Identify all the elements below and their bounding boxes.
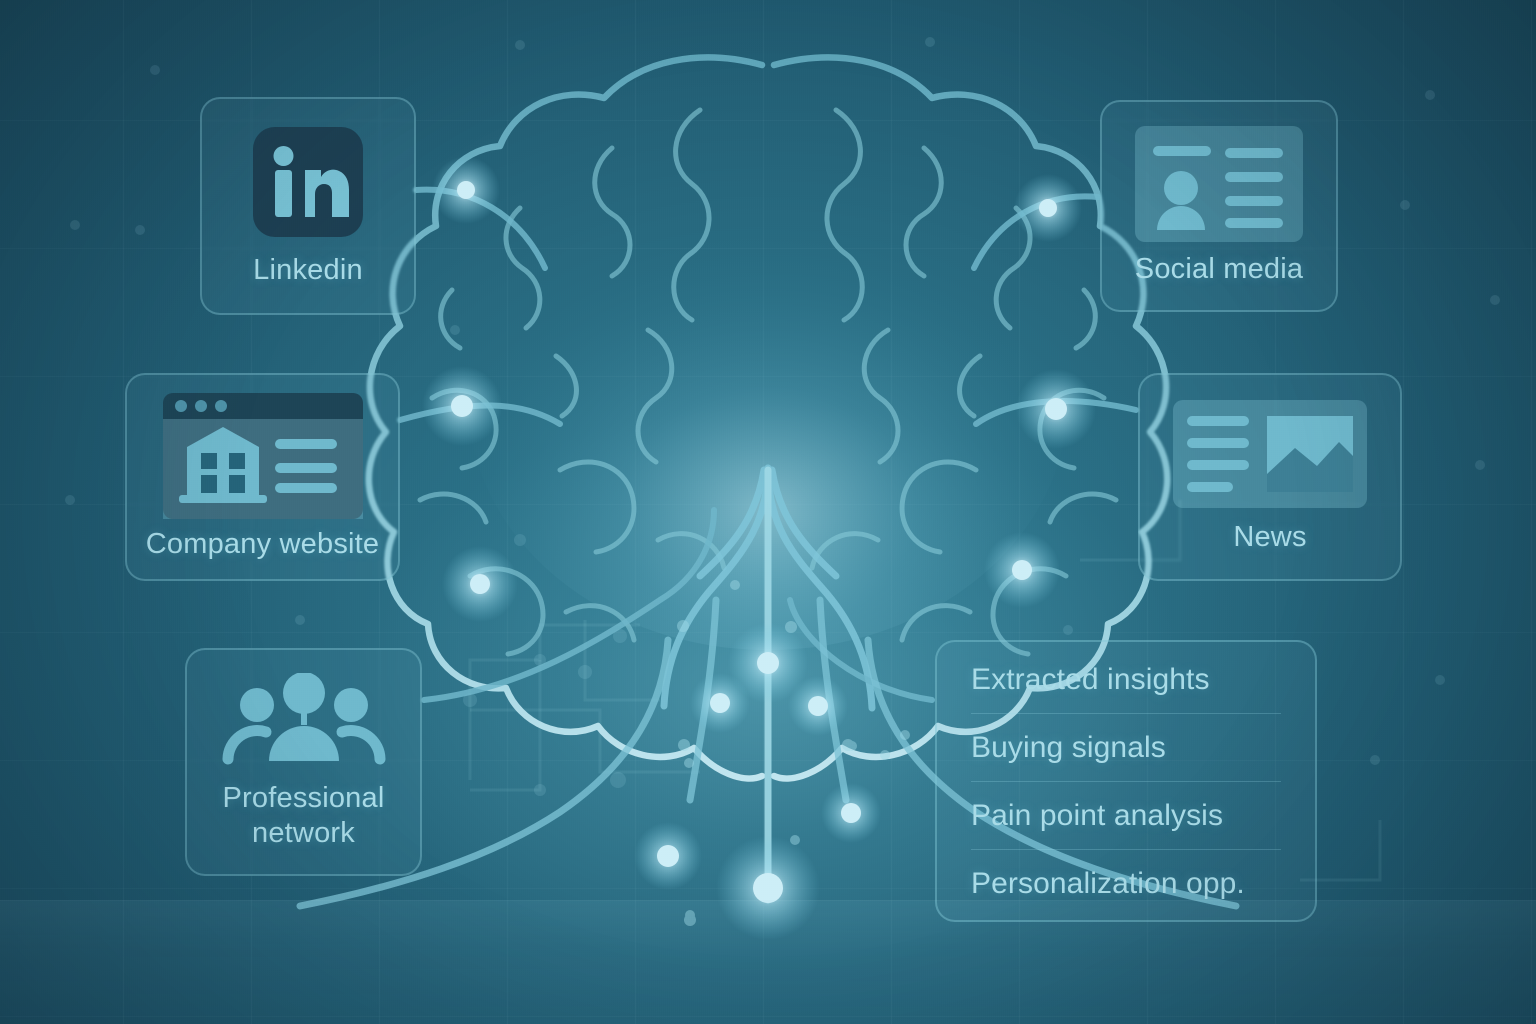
browser-building-icon xyxy=(162,393,363,520)
source-card-label: Professional network xyxy=(222,781,385,849)
linkedin-logo-icon xyxy=(253,127,363,238)
insight-item: Pain point analysis xyxy=(971,780,1281,849)
insight-item: Personalization opp. xyxy=(971,848,1281,917)
source-card-professional-network[interactable]: Professional network xyxy=(185,648,422,876)
source-card-news[interactable]: News xyxy=(1138,373,1402,581)
profile-card-icon xyxy=(1135,126,1303,243)
source-card-linkedin[interactable]: Linkedin xyxy=(200,97,416,315)
source-card-label: Company website xyxy=(145,528,380,561)
insight-item: Buying signals xyxy=(971,712,1281,781)
insight-item: Extracted insights xyxy=(971,662,1210,696)
source-card-company-website[interactable]: Company website xyxy=(125,373,400,581)
source-card-label: Social media xyxy=(1134,253,1304,286)
source-card-label: Linkedin xyxy=(253,254,363,287)
source-card-label: News xyxy=(1233,521,1307,554)
news-article-icon xyxy=(1173,400,1367,509)
people-group-icon xyxy=(222,672,385,765)
source-card-social-media[interactable]: Social media xyxy=(1100,100,1338,312)
insights-panel[interactable]: Extracted insights Buying signals Pain p… xyxy=(935,640,1317,922)
